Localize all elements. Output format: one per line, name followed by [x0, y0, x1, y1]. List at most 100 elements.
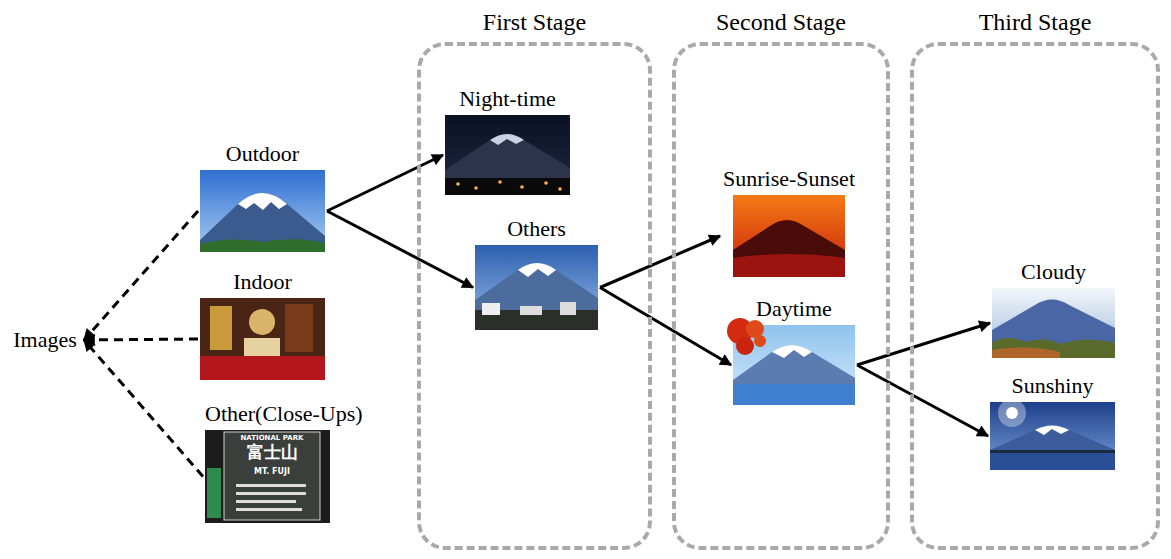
- image-node: Indoor: [200, 269, 325, 380]
- flow-arrow: [600, 288, 731, 366]
- leaves: [736, 337, 754, 355]
- image-frame: [733, 195, 845, 277]
- image-caption: Daytime: [733, 296, 855, 322]
- building: [560, 302, 576, 315]
- flow-arrow: [600, 236, 720, 288]
- outdoor-photo: [200, 170, 325, 252]
- snow-cap: [1035, 426, 1069, 436]
- mountain: [200, 193, 325, 252]
- image-node: Daytime: [733, 296, 855, 405]
- cabinet: [210, 306, 232, 350]
- mountain: [992, 300, 1115, 359]
- others-photo: [475, 245, 598, 330]
- sunset-photo: [733, 195, 845, 277]
- background: [205, 430, 330, 523]
- dashed-arrow: [84, 211, 198, 340]
- lake: [733, 384, 855, 405]
- image-frame: [990, 402, 1115, 470]
- sun: [1006, 407, 1018, 419]
- image-frame: [992, 288, 1115, 358]
- sky: [990, 402, 1115, 470]
- stage-heading: Third Stage: [914, 8, 1156, 36]
- flow-arrow: [327, 155, 443, 211]
- image-node: Sunshiny: [990, 373, 1115, 470]
- light: [498, 180, 502, 184]
- image-node: Others: [475, 216, 598, 330]
- night-photo: [445, 115, 570, 195]
- sign-board: [224, 432, 320, 520]
- carpet: [200, 356, 325, 380]
- light: [544, 181, 548, 185]
- image-caption: Night-time: [445, 86, 570, 112]
- sun-glow: [998, 399, 1026, 427]
- sign-text: NATIONAL PARK: [241, 435, 304, 442]
- indoor-photo: [200, 298, 325, 380]
- node-label: Images: [12, 327, 78, 353]
- sign-line: [236, 500, 296, 503]
- room: [200, 298, 325, 380]
- snow-cap: [490, 134, 524, 145]
- sky: [733, 195, 845, 277]
- daytime-photo: [727, 318, 855, 405]
- sign-post: [207, 468, 221, 518]
- image-frame: [200, 170, 325, 252]
- leaves: [754, 335, 766, 347]
- image-caption: Indoor: [200, 269, 325, 295]
- field: [733, 254, 845, 277]
- sky: [200, 170, 325, 252]
- source-label: Images: [12, 327, 78, 353]
- stage-heading: Second Stage: [676, 8, 886, 36]
- light: [558, 187, 562, 191]
- image-frame: [475, 245, 598, 330]
- image-caption: Outdoor: [200, 141, 325, 167]
- image-node: Cloudy: [992, 259, 1115, 358]
- table: [244, 338, 280, 356]
- snow-cap: [238, 193, 287, 210]
- sunshiny-photo: [990, 399, 1115, 470]
- image-caption: Others: [475, 216, 598, 242]
- sign-line: [236, 492, 306, 495]
- image-node: Outdoor: [200, 141, 325, 252]
- sign-line: [236, 508, 302, 511]
- stage-band: First StageNight-timeOthers: [417, 42, 652, 550]
- sign-text: MT. FUJI: [254, 468, 290, 476]
- forest: [200, 239, 325, 252]
- image-node: Other(Close-Ups): [205, 401, 365, 523]
- mountain: [445, 134, 570, 195]
- lake: [990, 453, 1115, 470]
- mountain: [475, 263, 598, 330]
- image-node: Night-time: [445, 86, 570, 195]
- image-caption: Other(Close-Ups): [205, 401, 365, 427]
- mountain: [733, 220, 845, 277]
- building: [482, 303, 500, 315]
- light: [474, 186, 478, 190]
- shore: [990, 450, 1115, 453]
- dashed-arrow: [84, 339, 198, 340]
- sky: [475, 245, 598, 330]
- town: [445, 178, 570, 195]
- lamp: [249, 309, 275, 335]
- image-caption: Cloudy: [992, 259, 1115, 285]
- stage-heading: First Stage: [421, 8, 648, 36]
- dashed-arrow: [84, 340, 203, 477]
- sign-text: 富士山: [247, 444, 298, 461]
- snow-cap: [772, 345, 812, 358]
- mountain: [733, 345, 855, 405]
- light: [456, 182, 460, 186]
- image-frame: [445, 115, 570, 195]
- building: [520, 306, 542, 315]
- stage-band: Third StageCloudySunshiny: [910, 42, 1160, 550]
- shelf: [285, 304, 313, 352]
- image-caption: Sunshiny: [990, 373, 1115, 399]
- image-frame: [733, 325, 855, 405]
- mountain: [990, 426, 1115, 471]
- sky: [992, 288, 1115, 358]
- autumn-trees: [992, 347, 1060, 358]
- flow-arrow: [857, 323, 990, 365]
- image-caption: Sunrise-Sunset: [722, 166, 856, 192]
- stage-band: Second StageSunrise-SunsetDaytime: [672, 42, 890, 550]
- trees: [992, 338, 1115, 358]
- snow-cap: [518, 263, 556, 277]
